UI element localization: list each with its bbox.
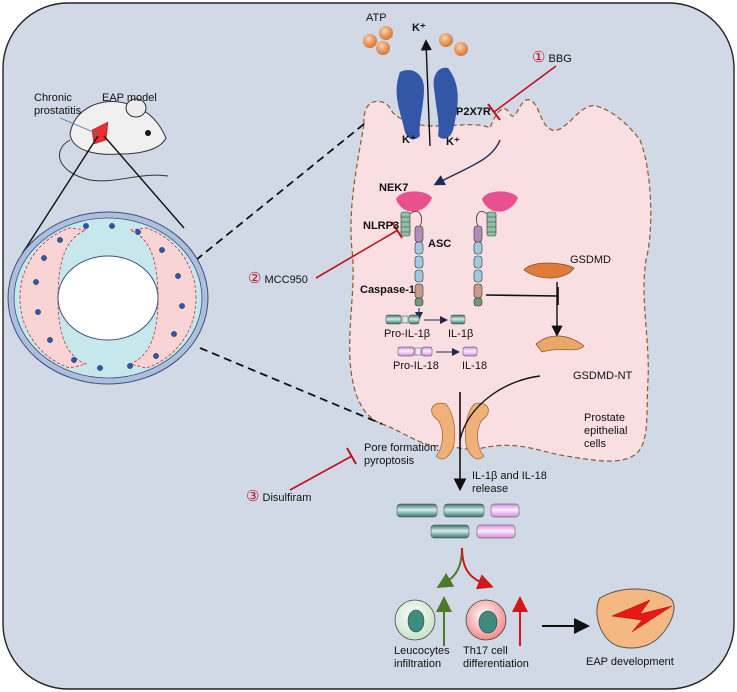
inhibitor-name-mcc950: MCC950 (264, 274, 308, 286)
inhibitor-mcc950: ② MCC950 (248, 269, 308, 287)
disulfiram-inhibit-bar (346, 447, 357, 465)
caspase-line (485, 294, 559, 297)
nek7-label: NEK7 (379, 182, 409, 194)
inhibitor-number-1: ① (532, 48, 546, 66)
bbg-inhibit-line (493, 65, 557, 113)
eap-development-label: EAP development (586, 656, 674, 668)
prostate-cross-section (7, 211, 209, 385)
prostate-cells-label: Prostate epithelial cells (584, 412, 628, 450)
inhibitor-number-3: ③ (246, 487, 260, 505)
caspase1-label: Caspase-1 (360, 284, 416, 296)
k-efflux-arrow (420, 39, 432, 147)
bbg-inhibit-bar (487, 103, 501, 121)
gsdmd-shape (523, 262, 575, 279)
il1b-shape (450, 314, 466, 325)
nlrp3-left (400, 210, 424, 255)
pro-il1b-label: Pro-IL-1β (384, 328, 431, 340)
il1b-label: IL-1β (448, 328, 474, 340)
eap-model-label: EAP model (102, 92, 157, 104)
il18-label: IL-18 (462, 360, 488, 372)
pointer-line (59, 117, 99, 135)
released-cytokines (396, 503, 520, 539)
nlrp3-right (473, 210, 497, 255)
mcc950-inhibit-line (315, 229, 399, 279)
branch-arrow-red (461, 547, 494, 590)
k-left-label: K⁺ (402, 134, 416, 146)
asc-label: ASC (428, 238, 452, 250)
magnify-line-left (21, 135, 99, 255)
k-right-label: K⁺ (446, 136, 460, 148)
signal-arrow (433, 139, 501, 186)
magnify-line-right (103, 135, 185, 229)
disulfiram-inhibit-line (289, 455, 353, 491)
release-label: IL-1β and IL-18 release (472, 470, 547, 495)
prostate-cell-body (349, 99, 652, 462)
pro-il18-group (397, 346, 433, 357)
pro-il18-label: Pro-IL-18 (393, 360, 439, 372)
zoom-line-top (195, 123, 365, 261)
th17-label: Th17 cell differentiation (463, 645, 529, 670)
eap-prostate (596, 588, 675, 649)
inhibitor-number-2: ② (248, 269, 262, 287)
inhibitor-bbg: ① BBG (532, 48, 572, 66)
leucocytes-label: Leucocytes infiltration (394, 645, 450, 670)
nlrp3-label: NLRP3 (363, 220, 400, 232)
pore-label: Pore formation: pyroptosis (364, 442, 440, 467)
p2x7r-label: P2X7R (456, 106, 491, 118)
asc-caspase-left (414, 255, 424, 307)
leucocyte-cell (394, 599, 436, 641)
atp-label: ATP (366, 12, 387, 24)
inhibitor-disulfiram: ③ Disulfiram (246, 487, 312, 505)
gsdmd-label: GSDMD (570, 254, 611, 266)
gsdmd-nt-to-pore (459, 375, 541, 441)
nek7-right (482, 191, 518, 212)
inhibitor-name-disulfiram: Disulfiram (262, 492, 312, 504)
chronic-prostatitis-label: Chronic prostatitis (34, 92, 82, 117)
il18-shape (462, 346, 478, 357)
p2x7r-channel (396, 67, 458, 140)
pro-il1b-group (385, 314, 420, 325)
mcc950-inhibit-bar (391, 221, 403, 239)
inhibitor-name-bbg: BBG (548, 53, 572, 65)
atp-molecules (363, 26, 468, 56)
gsdmd-nt-label: GSDMD-NT (573, 370, 633, 382)
asc-caspase-right (473, 255, 483, 307)
gsdmd-nt-shape (535, 335, 585, 353)
zoom-line-bottom (199, 347, 383, 425)
gsdmd-pore (431, 402, 489, 460)
th17-cell (465, 599, 507, 641)
lightning-icon (611, 599, 673, 633)
k-top-label: K⁺ (412, 22, 426, 34)
nek7-left (396, 191, 432, 212)
